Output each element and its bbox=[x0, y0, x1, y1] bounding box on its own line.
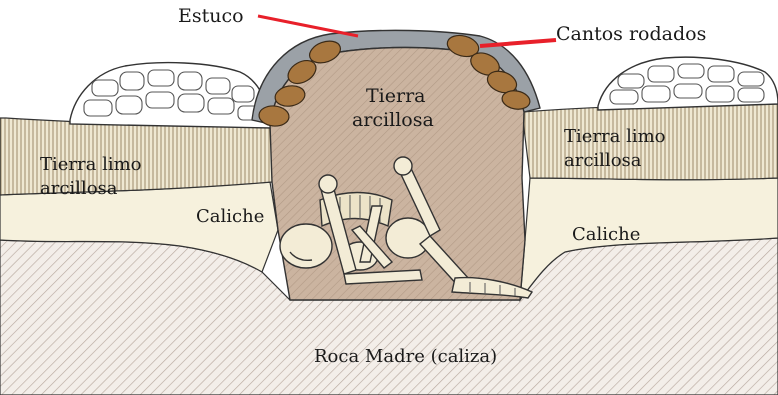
label-tierra-limo-left-line1: Tierra limo bbox=[40, 154, 142, 175]
stone-mound-right bbox=[598, 57, 778, 110]
label-caliche-left: Caliche bbox=[196, 206, 264, 227]
stone-mound-left bbox=[70, 63, 272, 128]
label-tierra-arcillosa-line2: arcillosa bbox=[352, 109, 434, 131]
label-tierra-limo-left-line2: arcillosa bbox=[40, 178, 118, 199]
label-cantos-rodados: Cantos rodados bbox=[556, 23, 706, 45]
estuco-pointer bbox=[258, 16, 358, 36]
label-caliche-right: Caliche bbox=[572, 224, 640, 245]
label-tierra-arcillosa-line1: Tierra bbox=[366, 85, 426, 107]
label-tierra-limo-right-line1: Tierra limo bbox=[564, 126, 666, 147]
label-tierra-limo-right-line2: arcillosa bbox=[564, 150, 642, 171]
label-roca-madre: Roca Madre (caliza) bbox=[314, 346, 497, 367]
label-estuco: Estuco bbox=[178, 5, 244, 27]
